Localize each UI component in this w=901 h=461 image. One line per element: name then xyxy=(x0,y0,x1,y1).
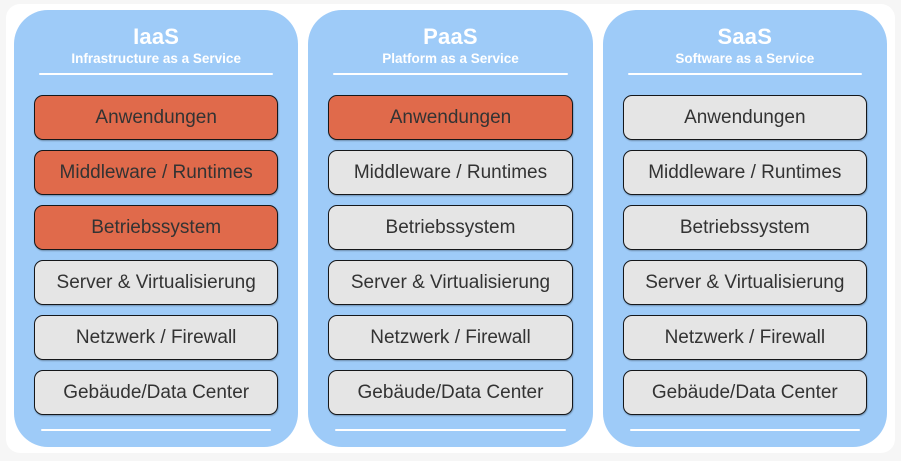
layer-box-iaas-1: Middleware / Runtimes xyxy=(34,150,279,195)
layer-box-paas-3: Server & Virtualisierung xyxy=(328,260,573,305)
layer-label: Netzwerk / Firewall xyxy=(370,326,531,348)
layer-label: Server & Virtualisierung xyxy=(645,271,845,293)
layer-box-saas-5: Gebäude/Data Center xyxy=(622,370,867,415)
layer-box-paas-4: Netzwerk / Firewall xyxy=(328,315,573,360)
header-divider xyxy=(627,73,862,75)
layer-box-saas-3: Server & Virtualisierung xyxy=(622,260,867,305)
layer-box-iaas-5: Gebäude/Data Center xyxy=(34,370,279,415)
layer-box-saas-1: Middleware / Runtimes xyxy=(622,150,867,195)
column-title: IaaS xyxy=(133,24,180,49)
column-subtitle: Infrastructure as a Service xyxy=(71,51,241,66)
layer-label: Anwendungen xyxy=(684,106,806,128)
column-title: SaaS xyxy=(717,24,773,49)
footer-divider xyxy=(629,429,860,431)
layer-label: Anwendungen xyxy=(389,106,512,128)
layer-label: Middleware / Runtimes xyxy=(353,161,548,183)
layer-stack: Anwendungen Middleware / Runtimes Betrie… xyxy=(308,75,592,415)
layer-stack: Anwendungen Middleware / Runtimes Betrie… xyxy=(14,75,298,415)
column-subtitle: Platform as a Service xyxy=(382,51,519,66)
layer-label: Middleware / Runtimes xyxy=(648,161,842,183)
layer-label: Anwendungen xyxy=(95,106,217,128)
content-card: IaaS Infrastructure as a Service Anwendu… xyxy=(6,4,895,453)
layer-box-saas-0: Anwendungen xyxy=(622,95,867,140)
header-divider xyxy=(39,73,274,75)
columns-row: IaaS Infrastructure as a Service Anwendu… xyxy=(6,4,895,453)
footer-divider xyxy=(335,429,566,431)
layer-label: Gebäude/Data Center xyxy=(357,381,544,403)
layer-label: Netzwerk / Firewall xyxy=(664,326,826,348)
layer-box-paas-0: Anwendungen xyxy=(328,95,573,140)
service-column-saas: SaaS Software as a Service Anwendungen M… xyxy=(602,10,887,447)
layer-label: Betriebssystem xyxy=(679,216,810,238)
layer-label: Server & Virtualisierung xyxy=(56,271,256,293)
layer-box-iaas-2: Betriebssystem xyxy=(34,205,279,250)
layer-stack: Anwendungen Middleware / Runtimes Betrie… xyxy=(603,75,887,415)
layer-label: Betriebssystem xyxy=(385,216,516,238)
footer-divider xyxy=(41,429,272,431)
service-column-paas: PaaS Platform as a Service Anwendungen M… xyxy=(308,10,593,447)
layer-label: Middleware / Runtimes xyxy=(59,161,253,183)
service-column-iaas: IaaS Infrastructure as a Service Anwendu… xyxy=(14,10,299,447)
layer-box-saas-4: Netzwerk / Firewall xyxy=(622,315,867,360)
layer-label: Gebäude/Data Center xyxy=(63,381,250,403)
layer-box-iaas-4: Netzwerk / Firewall xyxy=(34,315,279,360)
layer-label: Betriebssystem xyxy=(91,216,222,238)
layer-box-paas-5: Gebäude/Data Center xyxy=(328,370,573,415)
layer-box-iaas-0: Anwendungen xyxy=(34,95,279,140)
header-divider xyxy=(333,73,568,75)
layer-label: Server & Virtualisierung xyxy=(350,271,551,293)
layer-box-paas-2: Betriebssystem xyxy=(328,205,573,250)
column-title: PaaS xyxy=(423,24,478,49)
layer-label: Gebäude/Data Center xyxy=(651,381,838,403)
layer-label: Netzwerk / Firewall xyxy=(75,326,237,348)
column-subtitle: Software as a Service xyxy=(675,51,815,66)
layer-box-saas-2: Betriebssystem xyxy=(622,205,867,250)
layer-box-paas-1: Middleware / Runtimes xyxy=(328,150,573,195)
layer-box-iaas-3: Server & Virtualisierung xyxy=(34,260,279,305)
